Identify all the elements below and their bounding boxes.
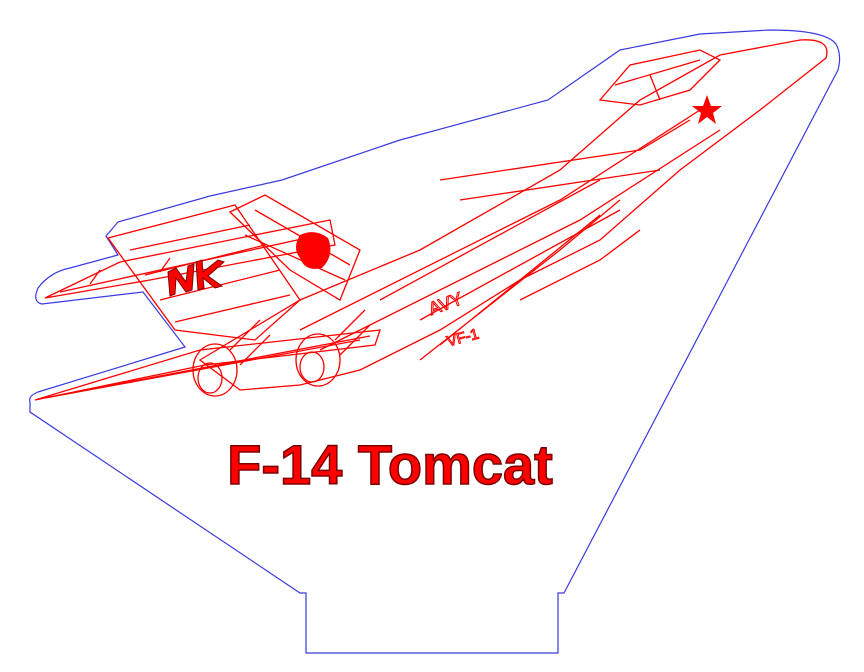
squadron-emblem [296, 232, 331, 269]
right-wing [34, 329, 381, 401]
engine-nozzle-right [295, 333, 341, 387]
navy-marking: AVY [426, 288, 465, 319]
insignia [167, 95, 722, 297]
left-wing [44, 219, 336, 299]
canopy [598, 49, 722, 106]
star-insignia-icon [692, 95, 722, 124]
vertical-tail-left [106, 204, 301, 341]
f14-aircraft [34, 39, 828, 401]
vertical-tail-right [228, 194, 361, 301]
squadron-marking: VF-1 [445, 326, 481, 351]
fuselage [198, 39, 828, 391]
tail-code-nk [167, 259, 225, 297]
cut-outline [29, 29, 841, 654]
engine-nozzle-left [192, 343, 238, 397]
design-title: F-14 Tomcat [226, 432, 553, 497]
